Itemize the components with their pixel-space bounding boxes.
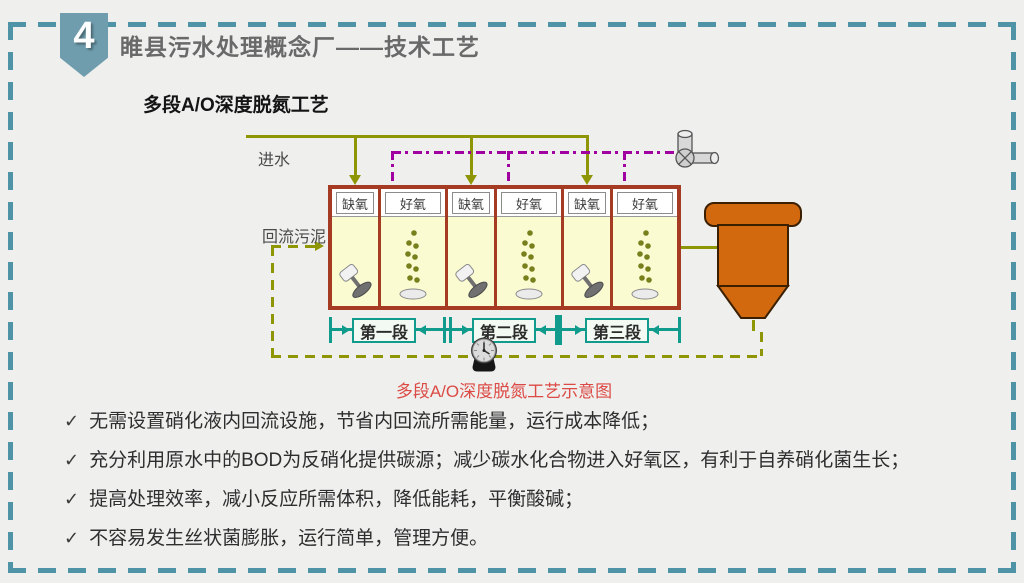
slide-border-top (8, 22, 1016, 27)
tank-body (613, 216, 677, 306)
diagram-caption: 多段A/O深度脱氮工艺示意图 (395, 382, 613, 401)
tank-body (448, 216, 494, 306)
bullet-item: ✓ 充分利用原水中的BOD为反硝化提供碳源；减少碳水化合物进入好氧区，有利于自养… (64, 447, 1004, 474)
stage-arrow-icon (462, 325, 470, 335)
tank-aerobic: 好氧 (610, 189, 677, 306)
stage-divider (329, 317, 332, 343)
bullet-text: 不容易发生丝状菌膨胀，运行简单，管理方便。 (89, 528, 489, 549)
tank-label: 缺氧 (452, 192, 490, 214)
process-subtitle: 多段A/O深度脱氮工艺 (143, 95, 329, 116)
stage-divider (678, 317, 681, 343)
tank-label: 缺氧 (568, 192, 606, 214)
tank-label: 好氧 (617, 192, 673, 214)
bullet-text: 提高处理效率，减小反应所需体积，降低能耗，平衡酸碱； (89, 489, 584, 510)
stage-arrow-icon (538, 325, 546, 335)
influent-drop-line (470, 135, 473, 177)
stage-label: 第三段 (585, 318, 649, 343)
tank-anoxic: 缺氧 (445, 189, 494, 306)
return-sludge-line (271, 245, 315, 248)
stage-arrow-icon (651, 325, 659, 335)
mixer-icon (571, 264, 604, 298)
stage-divider (443, 317, 446, 343)
return-sludge-line (271, 355, 763, 358)
slide-border-bottom (8, 568, 1016, 573)
tank-battery: 缺氧 好氧 (328, 185, 681, 310)
clock-icon (471, 337, 497, 372)
diffuser-bubbles-icon (631, 230, 659, 300)
check-icon: ✓ (64, 528, 80, 548)
tank-body (497, 216, 561, 306)
tank-label: 好氧 (385, 192, 441, 214)
tank-aerobic: 好氧 (494, 189, 561, 306)
influent-label: 进水 (258, 152, 291, 169)
diffuser-bubbles-icon (399, 230, 427, 300)
bullet-text: 充分利用原水中的BOD为反硝化提供碳源；减少碳水化合物进入好氧区，有利于自养硝化… (89, 450, 910, 471)
tank-body (381, 216, 445, 306)
return-sludge-label: 回流污泥 (262, 229, 327, 246)
bullet-item: ✓ 不容易发生丝状菌膨胀，运行简单，管理方便。 (64, 525, 1004, 552)
check-icon: ✓ (64, 450, 80, 470)
tank-anoxic: 缺氧 (332, 189, 378, 306)
check-icon: ✓ (64, 411, 80, 431)
tank-body (564, 216, 610, 306)
tank-label: 好氧 (501, 192, 557, 214)
stage-arrow-icon (342, 325, 350, 335)
influent-arrow-icon (465, 175, 477, 185)
stage-divider (555, 315, 562, 345)
stage-arrow-icon (575, 325, 583, 335)
bullet-list: ✓ 无需设置硝化液内回流设施，节省内回流所需能量，运行成本降低； ✓ 充分利用原… (64, 408, 1004, 564)
slide-border-right (1011, 22, 1016, 573)
aeration-main-line (392, 151, 674, 154)
section-number-badge: 4 (60, 13, 108, 77)
slide-border-left (8, 22, 13, 573)
clarifier-underflow-line (752, 320, 755, 331)
influent-line (246, 135, 589, 138)
mixer-icon (339, 264, 372, 298)
check-icon: ✓ (64, 489, 80, 509)
tank-aerobic: 好氧 (378, 189, 445, 306)
blower-icon (675, 129, 720, 168)
effluent-line (681, 246, 719, 249)
bullet-item: ✓ 提高处理效率，减小反应所需体积，降低能耗，平衡酸碱； (64, 486, 1004, 513)
stage-label: 第一段 (352, 318, 416, 343)
return-sludge-line (271, 246, 274, 356)
return-sludge-arrow-icon (315, 241, 324, 251)
influent-arrow-icon (349, 175, 361, 185)
influent-drop-line (586, 135, 589, 177)
clarifier-icon (704, 202, 802, 319)
diffuser-bubbles-icon (515, 230, 543, 300)
stage-divider (449, 317, 452, 343)
stage-arrow-icon (418, 325, 426, 335)
tank-anoxic: 缺氧 (561, 189, 610, 306)
return-sludge-line (760, 332, 763, 356)
bullet-text: 无需设置硝化液内回流设施，节省内回流所需能量，运行成本降低； (89, 411, 660, 432)
tank-body (332, 216, 378, 306)
bullet-item: ✓ 无需设置硝化液内回流设施，节省内回流所需能量，运行成本降低； (64, 408, 1004, 435)
influent-arrow-icon (581, 175, 593, 185)
mixer-icon (455, 264, 488, 298)
page-title: 睢县污水处理概念厂——技术工艺 (120, 34, 480, 60)
tank-label: 缺氧 (336, 192, 374, 214)
influent-drop-line (354, 135, 357, 177)
